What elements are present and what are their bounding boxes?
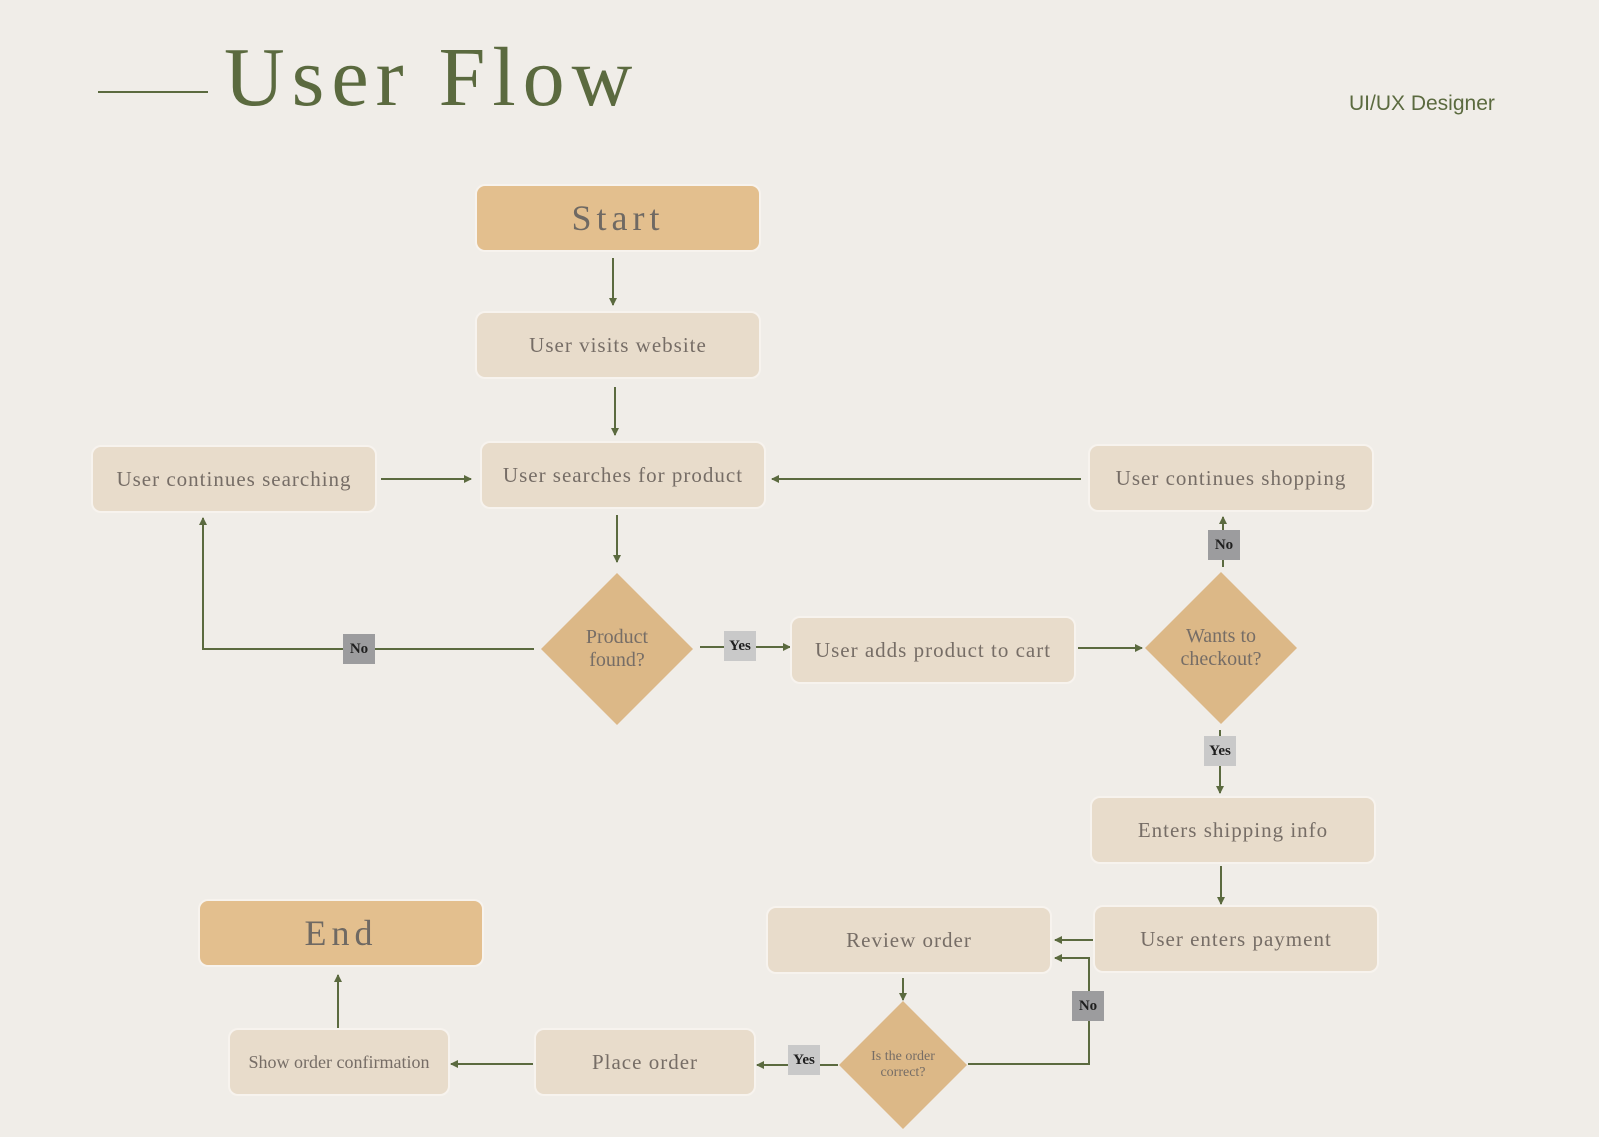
- decision-label: Wants to checkout?: [1180, 625, 1262, 670]
- searches-product-node[interactable]: User searches for product: [480, 441, 766, 509]
- continues-searching-node[interactable]: User continues searching: [91, 445, 377, 513]
- review-order-node[interactable]: Review order: [766, 906, 1052, 974]
- adds-to-cart-node[interactable]: User adds product to cart: [790, 616, 1076, 684]
- wants-checkout-decision[interactable]: Wants to checkout?: [1145, 572, 1297, 724]
- shipping-info-node[interactable]: Enters shipping info: [1090, 796, 1376, 864]
- no-tag-product-found: No: [343, 634, 375, 664]
- decision-label: Product found?: [585, 626, 649, 671]
- page-subtitle: UI/UX Designer: [1349, 92, 1495, 115]
- title-rule: [98, 91, 208, 93]
- no-tag-order-correct: No: [1072, 991, 1104, 1021]
- yes-tag-checkout: Yes: [1204, 736, 1236, 766]
- continues-shopping-node[interactable]: User continues shopping: [1088, 444, 1374, 512]
- end-node[interactable]: End: [198, 899, 484, 967]
- place-order-node[interactable]: Place order: [534, 1028, 756, 1096]
- no-tag-checkout: No: [1208, 530, 1240, 560]
- yes-tag-order-correct: Yes: [788, 1045, 820, 1075]
- visits-website-node[interactable]: User visits website: [475, 311, 761, 379]
- yes-tag-product-found: Yes: [724, 631, 756, 661]
- start-node[interactable]: Start: [475, 184, 761, 252]
- decision-label: Is the order correct?: [871, 1048, 935, 1080]
- order-correct-decision[interactable]: Is the order correct?: [839, 1001, 967, 1129]
- edge-found-no: [199, 517, 534, 650]
- order-confirmation-node[interactable]: Show order confirmation: [228, 1028, 450, 1096]
- product-found-decision[interactable]: Product found?: [541, 573, 693, 725]
- enters-payment-node[interactable]: User enters payment: [1093, 905, 1379, 973]
- page-title: User Flow: [224, 31, 640, 124]
